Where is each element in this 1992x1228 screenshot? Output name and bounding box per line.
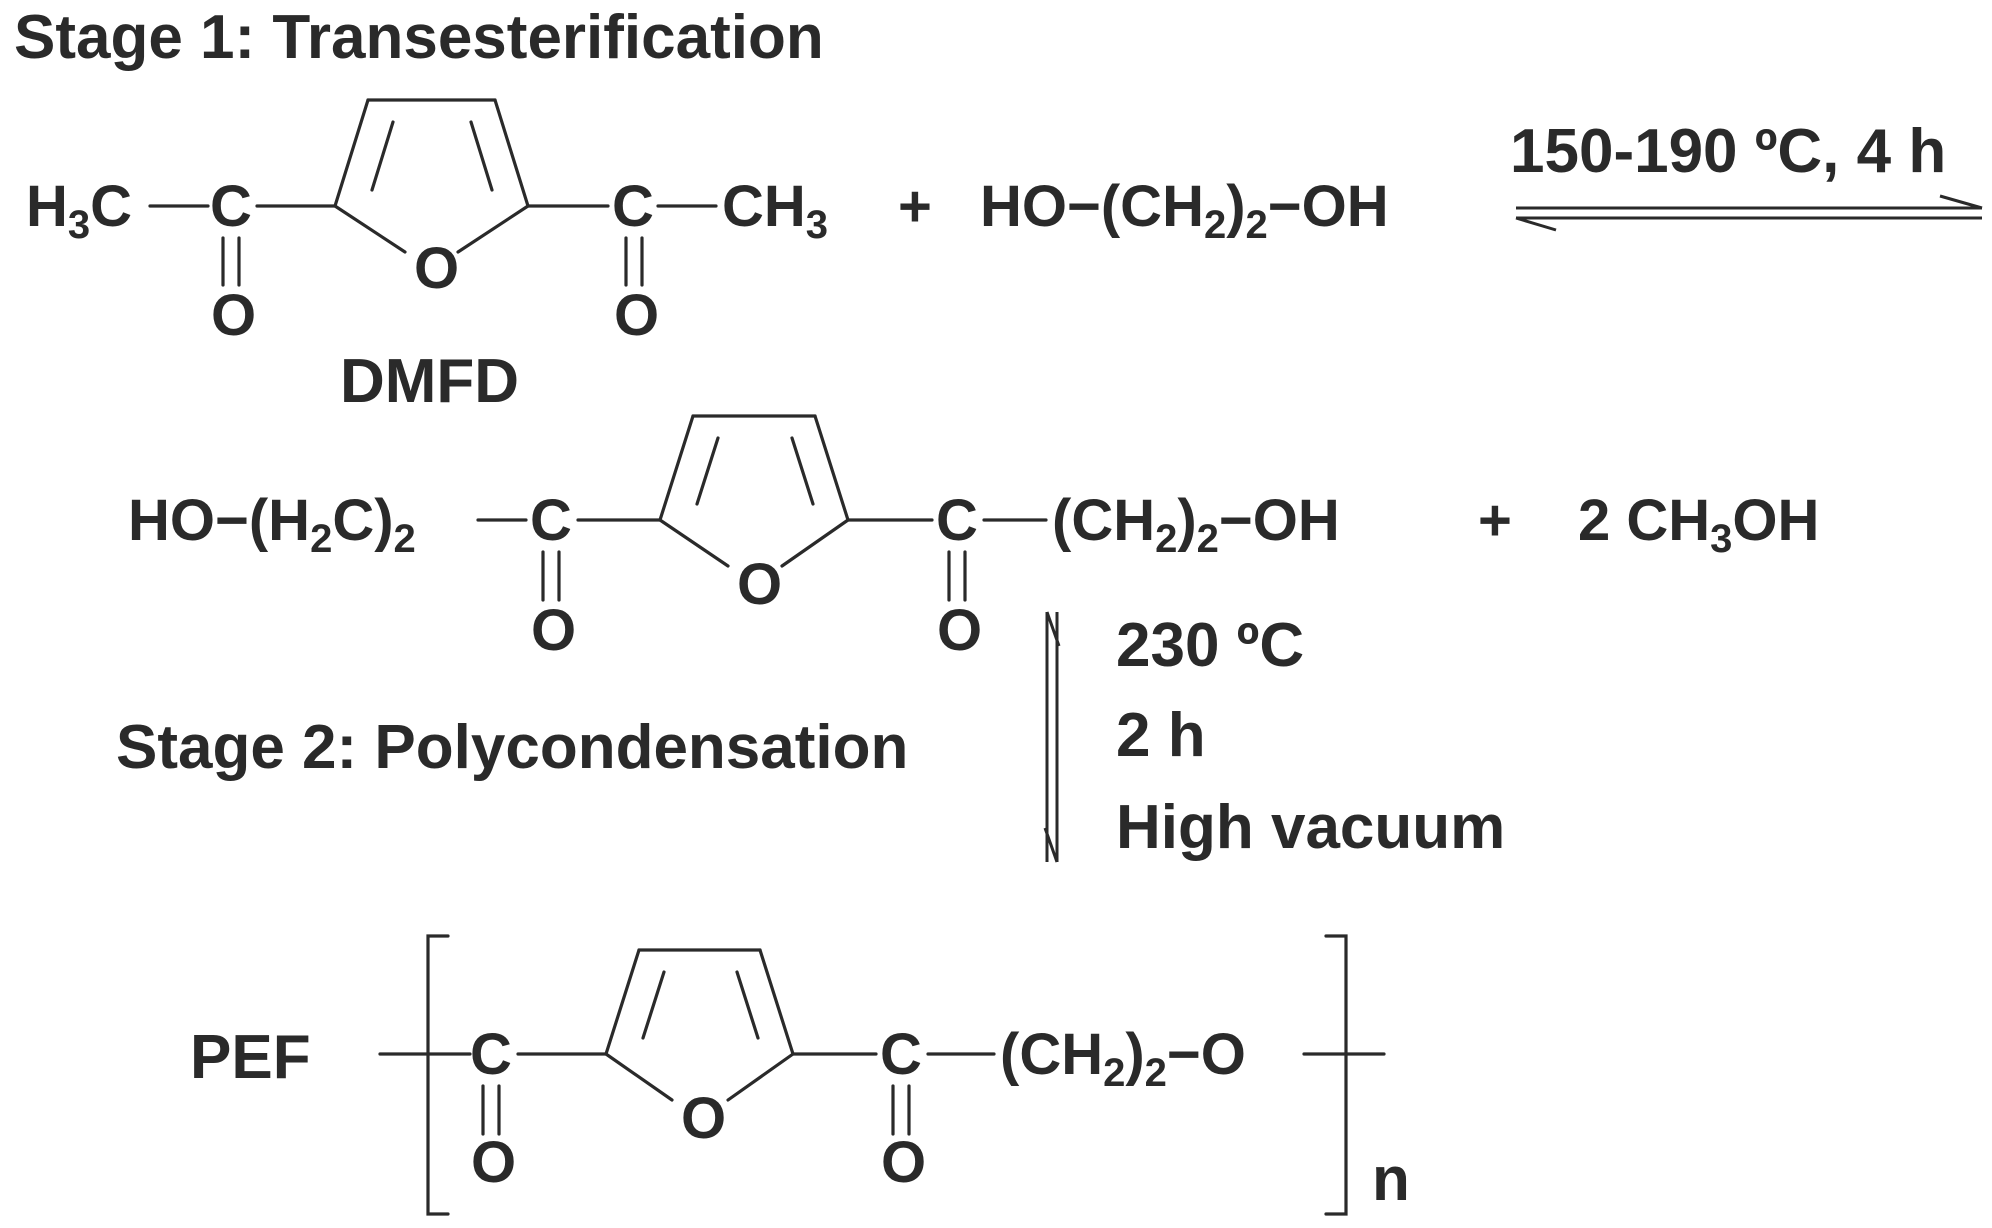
dmfd-molecule: H3C C O O C O CH3 DMFD [26, 98, 828, 416]
dmfd-label: DMFD [340, 347, 519, 416]
stage2-title: Stage 2: Polycondensation [116, 713, 908, 782]
ethylene-glycol: HO−(CH2)2−OH [980, 174, 1389, 247]
equilibrium-arrow-vertical [1043, 611, 1061, 863]
intermediate-carbonyl-oxygen-left: O [531, 598, 576, 663]
repeat-subscript-n: n [1372, 1145, 1410, 1214]
step1-conditions: 150-190 ºC, 4 h [1510, 117, 1946, 186]
pef-carbonyl-oxygen-right: O [881, 1130, 926, 1195]
pef-carbon-right: C [880, 1022, 922, 1087]
dmfd-carbonyl-oxygen-left: O [211, 283, 256, 348]
intermediate-ring-oxygen: O [737, 552, 782, 617]
methanol-byproduct: 2 CH3OH [1578, 488, 1819, 561]
pef-label: PEF [190, 1023, 311, 1092]
pef-carbonyl-oxygen-left: O [471, 1130, 516, 1195]
dmfd-right-methyl: CH3 [722, 174, 828, 247]
pef-repeat-unit: C O O C O (CH2)2−O n [378, 934, 1410, 1216]
intermediate-left-group: HO−(H2C)2 [128, 488, 416, 561]
left-bracket [426, 934, 450, 1216]
stage1-title: Stage 1: Transesterification [14, 3, 824, 72]
dmfd-carbonyl-oxygen-right: O [614, 283, 659, 348]
equilibrium-arrow-horizontal [1515, 194, 1983, 232]
pef-right-group: (CH2)2−O [1000, 1022, 1246, 1095]
step2-temperature: 230 ºC [1116, 611, 1304, 680]
plus-sign-2: + [1478, 488, 1512, 553]
right-bracket [1324, 934, 1348, 1216]
intermediate-carbon-right: C [936, 488, 978, 553]
dmfd-left-methyl: H3C [26, 174, 132, 247]
intermediate-molecule: HO−(H2C)2 C O O C O (CH2)2−OH [128, 414, 1340, 663]
plus-sign-1: + [898, 174, 932, 239]
step2-pressure: High vacuum [1116, 793, 1505, 862]
pef-carbon-left: C [470, 1022, 512, 1087]
intermediate-carbonyl-oxygen-right: O [937, 598, 982, 663]
intermediate-right-group: (CH2)2−OH [1052, 488, 1340, 561]
dmfd-ring-oxygen: O [414, 236, 459, 301]
step2-time: 2 h [1116, 701, 1206, 770]
intermediate-carbon-left: C [530, 488, 572, 553]
dmfd-carbon-right: C [612, 174, 654, 239]
dmfd-carbon-left: C [210, 174, 252, 239]
pef-ring-oxygen: O [681, 1086, 726, 1151]
